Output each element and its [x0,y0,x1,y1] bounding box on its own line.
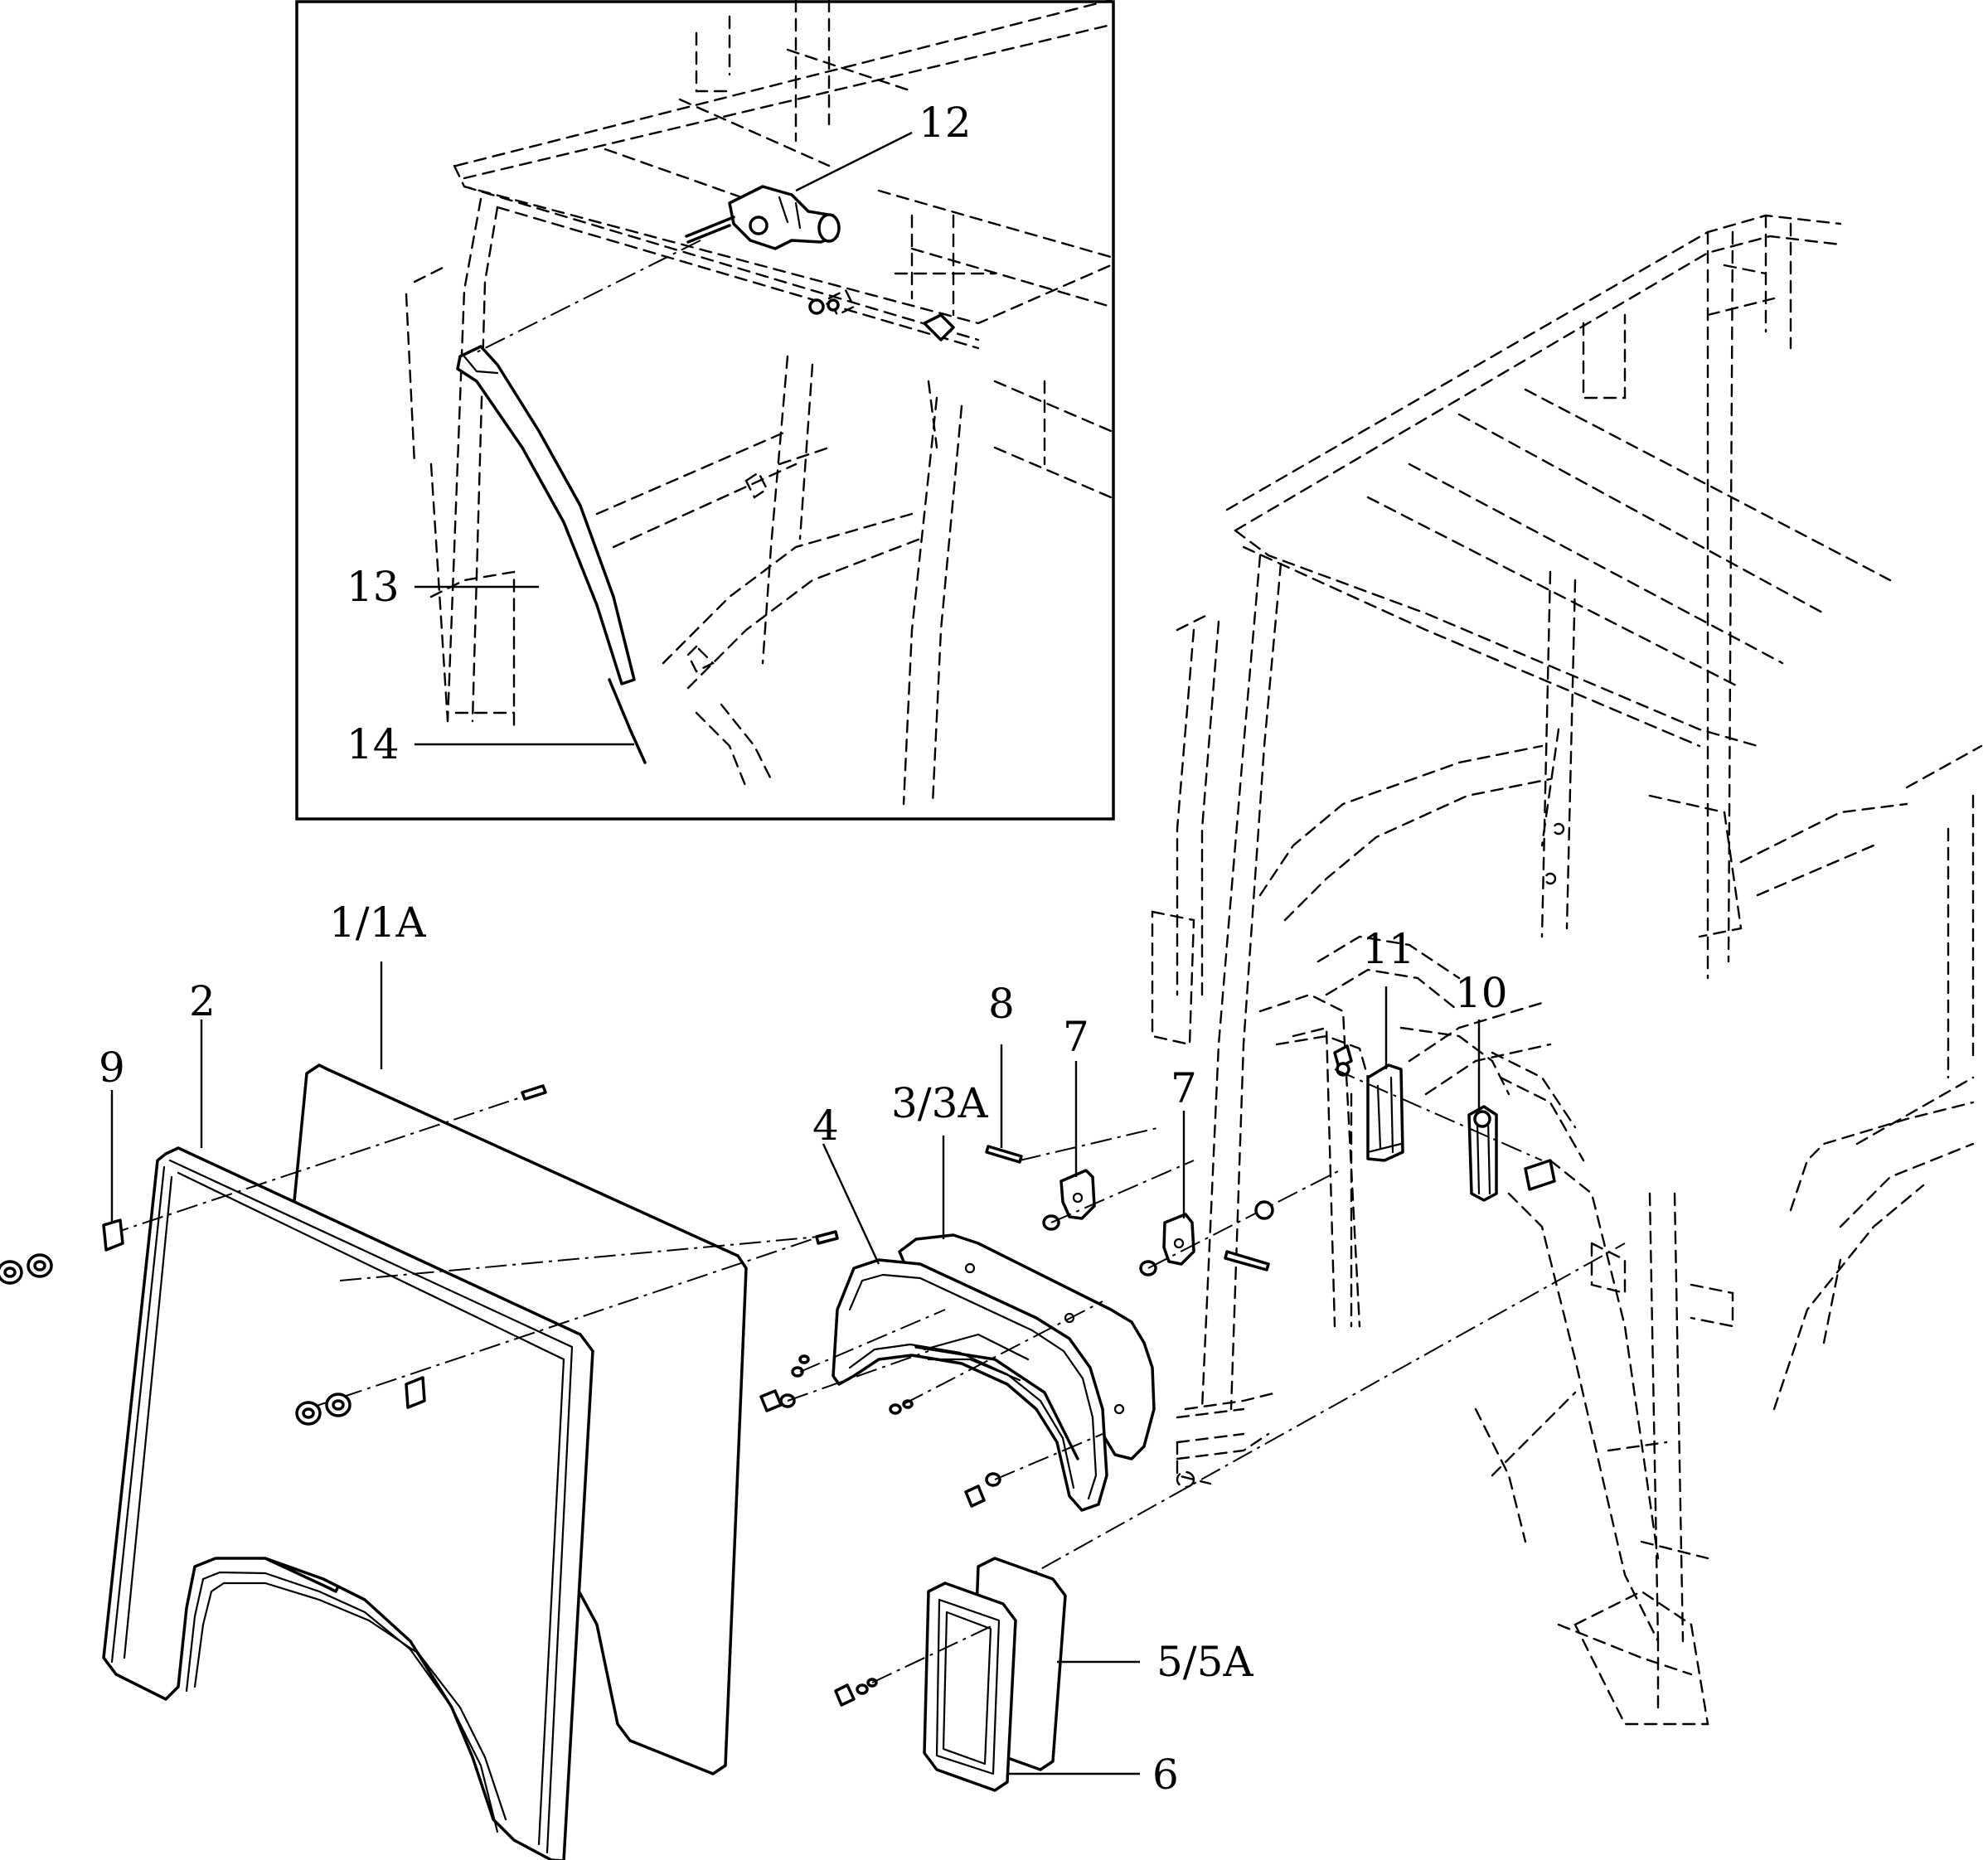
hinge-bracket-part-7-upper [1059,1169,1096,1220]
inset-frame [295,0,1115,821]
hinge-pin-lower [1224,1250,1270,1271]
callout-7-upper: 7 [1063,1013,1089,1061]
cab-roof-edge [1225,214,1842,532]
leader-12 [795,131,913,192]
cab-frame-dashed [1151,214,1983,1726]
callout-10: 10 [1455,969,1508,1017]
wiper-motor-part-12 [685,185,841,250]
small-window-fasteners [834,1624,996,1707]
callout-5-5A: 5/5A [1156,1638,1253,1686]
wiper-blade-part-14 [608,678,647,764]
bolt-lower [815,1230,839,1245]
clip-part-9 [102,1218,124,1252]
callout-1-1A: 1/1A [329,899,426,947]
callout-9: 9 [99,1044,125,1092]
callout-12: 12 [919,99,972,147]
callout-13: 13 [347,563,400,611]
small-seal-part-6 [923,1581,1017,1792]
hinge-boss [1254,1200,1274,1220]
clip-center [405,1376,426,1409]
door-seal-part-2 [102,1146,594,1860]
callout-3-3A: 3/3A [891,1079,988,1127]
fixing-axis-upper [107,1093,531,1236]
callout-labels: 12 13 14 1/1A 2 9 4 3/3A 8 7 7 11 10 5/5… [99,99,1508,1799]
panel-fasteners [759,1301,1103,1508]
cab-left-post [1200,554,1283,1411]
callout-8: 8 [988,980,1015,1028]
callout-14: 14 [347,720,400,768]
cab-rear-post [1706,230,1776,980]
callout-7-lower: 7 [1171,1064,1197,1112]
hinge-part-10 [1467,1105,1498,1202]
window-fixing-axis [977,1242,1626,1605]
side-seal-part-4 [832,1258,1108,1512]
hinge-part-11 [1366,1063,1404,1162]
bolt-upper [521,1084,547,1101]
callout-4: 4 [812,1102,839,1150]
hinge-bracket-part-7-lower [1162,1213,1195,1266]
inset-a-pillar [902,380,963,806]
hinge-mount-plate [1524,1159,1556,1191]
wiper-arm-part-13 [456,345,636,685]
fixing-axis-lower [339,1234,838,1281]
callout-2: 2 [189,977,216,1025]
callout-11: 11 [1362,925,1415,973]
leader-lines [110,961,1481,1775]
inset-detail-view [295,0,1115,821]
hinge-pin-part-8 [985,1145,1023,1164]
nut-washer-center [295,1393,352,1426]
leader-4 [822,1143,880,1265]
inset-roof-frame [453,0,1113,325]
inset-wiper-pivot [923,313,955,341]
nut-washer-left [0,1253,53,1285]
inset-left-post [405,197,499,723]
callout-6: 6 [1152,1751,1179,1799]
